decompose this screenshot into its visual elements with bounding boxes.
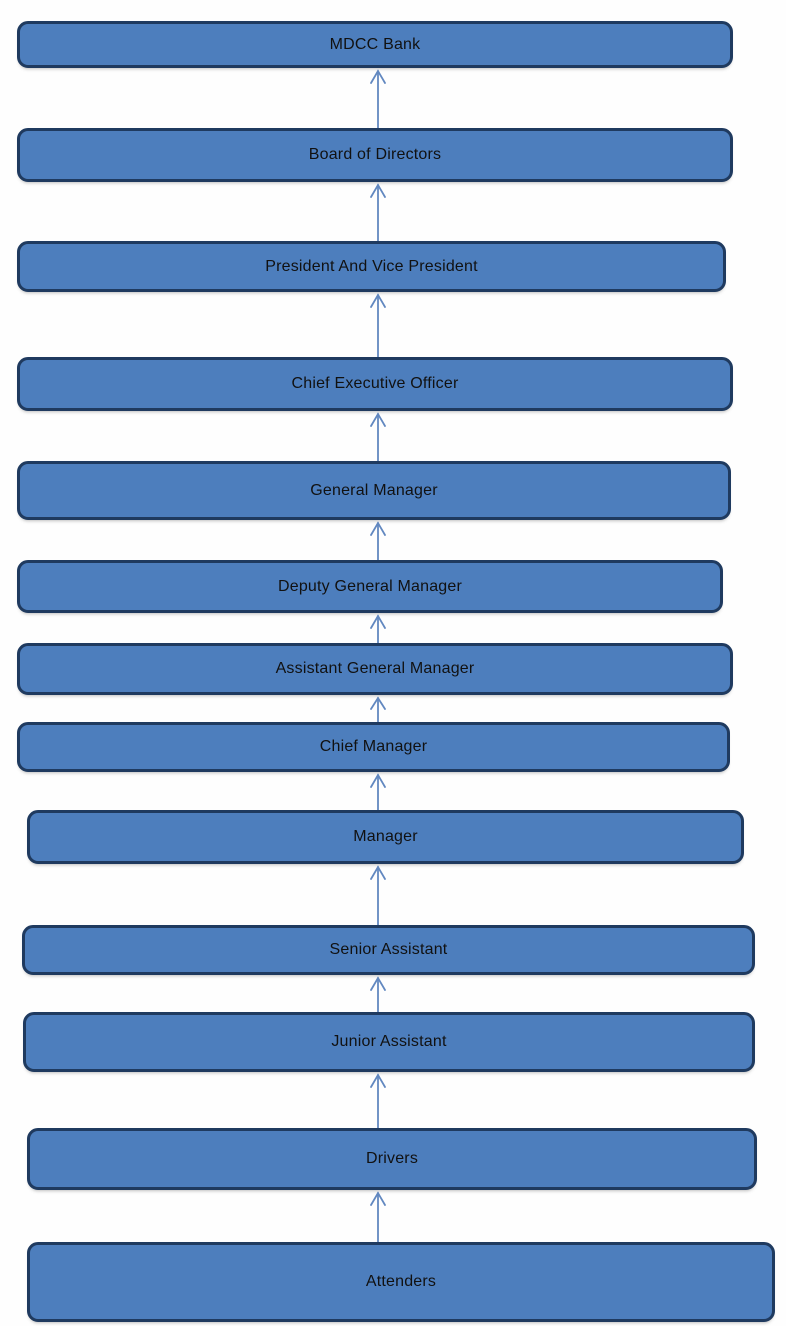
up-arrow-connector xyxy=(370,183,386,242)
org-node-label: Senior Assistant xyxy=(329,941,448,958)
org-node-mdcc-bank: MDCC Bank xyxy=(17,21,733,68)
up-arrow-connector xyxy=(370,293,386,358)
org-node-label: Board of Directors xyxy=(308,146,442,163)
org-node-label: General Manager xyxy=(310,481,438,499)
org-node-drivers: Drivers xyxy=(27,1128,757,1190)
org-node-board-of-directors: Board of Directors xyxy=(17,128,733,182)
org-node-assistant-general-manager: Assistant General Manager xyxy=(17,643,733,695)
org-node-deputy-general-manager: Deputy General Manager xyxy=(17,560,723,613)
org-node-label: President And Vice President xyxy=(265,257,478,275)
up-arrow-connector xyxy=(370,773,386,811)
org-node-chief-manager: Chief Manager xyxy=(17,722,730,772)
org-node-junior-assistant: Junior Assistant xyxy=(23,1012,755,1072)
org-node-label: Chief Manager xyxy=(319,738,428,755)
up-arrow-connector xyxy=(370,614,386,644)
org-node-label: Manager xyxy=(353,828,418,845)
org-node-label: Attenders xyxy=(365,1273,437,1290)
org-node-chief-executive-officer: Chief Executive Officer xyxy=(17,357,733,411)
up-arrow-connector xyxy=(370,1191,386,1243)
org-node-label: Deputy General Manager xyxy=(277,577,463,595)
org-node-attenders: Attenders xyxy=(27,1242,775,1322)
org-node-label: Junior Assistant xyxy=(331,1033,447,1050)
up-arrow-connector xyxy=(370,865,386,926)
org-node-senior-assistant: Senior Assistant xyxy=(22,925,755,975)
org-node-label: Drivers xyxy=(365,1150,419,1167)
org-node-general-manager: General Manager xyxy=(17,461,731,520)
org-node-label: Assistant General Manager xyxy=(275,660,475,677)
org-node-label: MDCC Bank xyxy=(329,35,421,53)
up-arrow-connector xyxy=(370,1073,386,1129)
up-arrow-connector xyxy=(370,521,386,561)
up-arrow-connector xyxy=(370,69,386,129)
up-arrow-connector xyxy=(370,976,386,1013)
up-arrow-connector xyxy=(370,696,386,723)
org-node-label: Chief Executive Officer xyxy=(291,375,459,392)
org-node-president-and-vice-president: President And Vice President xyxy=(17,241,726,292)
up-arrow-connector xyxy=(370,412,386,462)
org-node-manager: Manager xyxy=(27,810,744,864)
